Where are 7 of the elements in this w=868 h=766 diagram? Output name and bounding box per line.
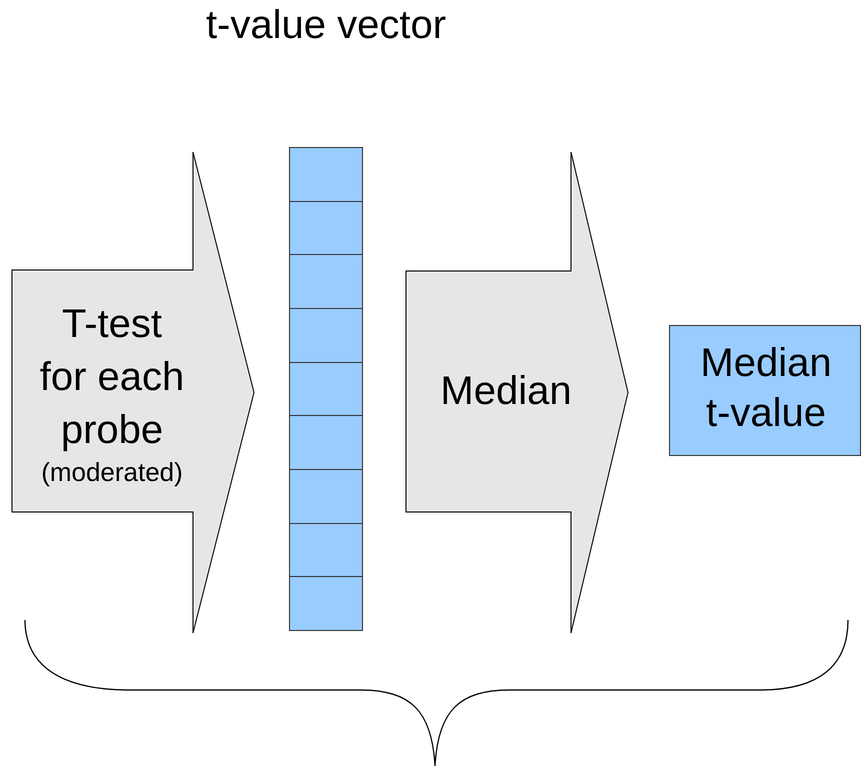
vector-caption: t-value vector <box>204 2 448 48</box>
node-note: (moderated) <box>40 457 184 487</box>
result-box <box>669 325 861 456</box>
node-label: T-test for each probe <box>38 301 186 454</box>
vector-column <box>289 147 363 631</box>
node-label: Median t-value <box>699 340 833 437</box>
node-label: Median <box>439 368 573 415</box>
